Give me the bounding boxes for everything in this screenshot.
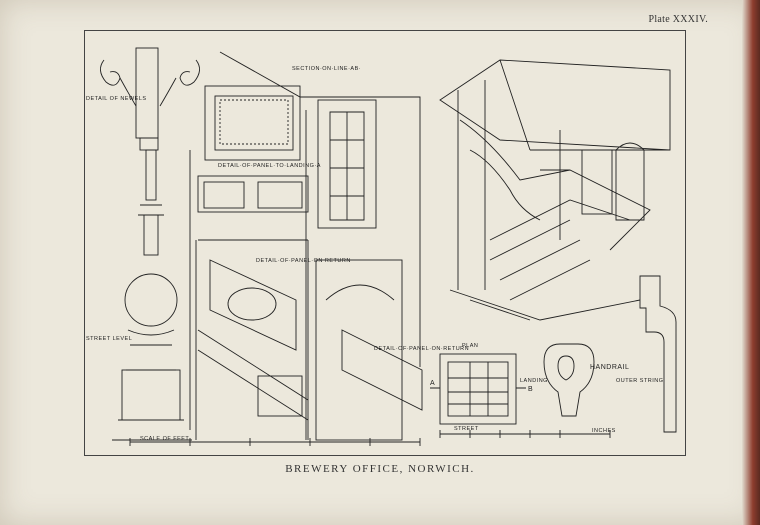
- newel-post-drawing: [100, 47, 200, 441]
- plan-drawing: [430, 353, 526, 425]
- plate-caption: BREWERY OFFICE, NORWICH.: [285, 463, 475, 475]
- plate-number: Plate XXXIV.: [648, 14, 708, 25]
- label-scale-inches: INCHES: [592, 428, 616, 434]
- label-handrail: HANDRAIL: [590, 364, 630, 371]
- scale-bars: [129, 430, 611, 446]
- label-panel-landing: DETAIL·OF·PANEL·TO·LANDING·A: [218, 163, 321, 169]
- label-detail-newels: DETAIL OF NEWELS: [86, 96, 147, 102]
- outer-string-section: [639, 275, 677, 433]
- handrail-section: [543, 343, 595, 417]
- label-section: SECTION·ON·LINE·AB·: [292, 66, 362, 72]
- label-panel-return: DETAIL·OF·PANEL·ON RETURN: [256, 258, 351, 264]
- drawing-frame: [84, 30, 686, 456]
- label-scale-feet: SCALE OF FEET: [140, 436, 190, 442]
- label-street: STREET: [454, 426, 479, 432]
- label-letter-b: B: [528, 386, 534, 393]
- label-outer-string: OUTER STRING: [616, 378, 664, 384]
- label-panel-return-2: DETAIL·OF·PANEL·ON·RETURN: [374, 346, 470, 352]
- label-landing: LANDING: [520, 378, 548, 384]
- label-street-level: STREET LEVEL: [86, 336, 133, 342]
- label-letter-a: A: [430, 380, 436, 387]
- label-plan: PLAN: [462, 343, 479, 349]
- perspective-view: [439, 59, 671, 321]
- section-drawing: [189, 51, 423, 441]
- book-edge: [742, 0, 760, 525]
